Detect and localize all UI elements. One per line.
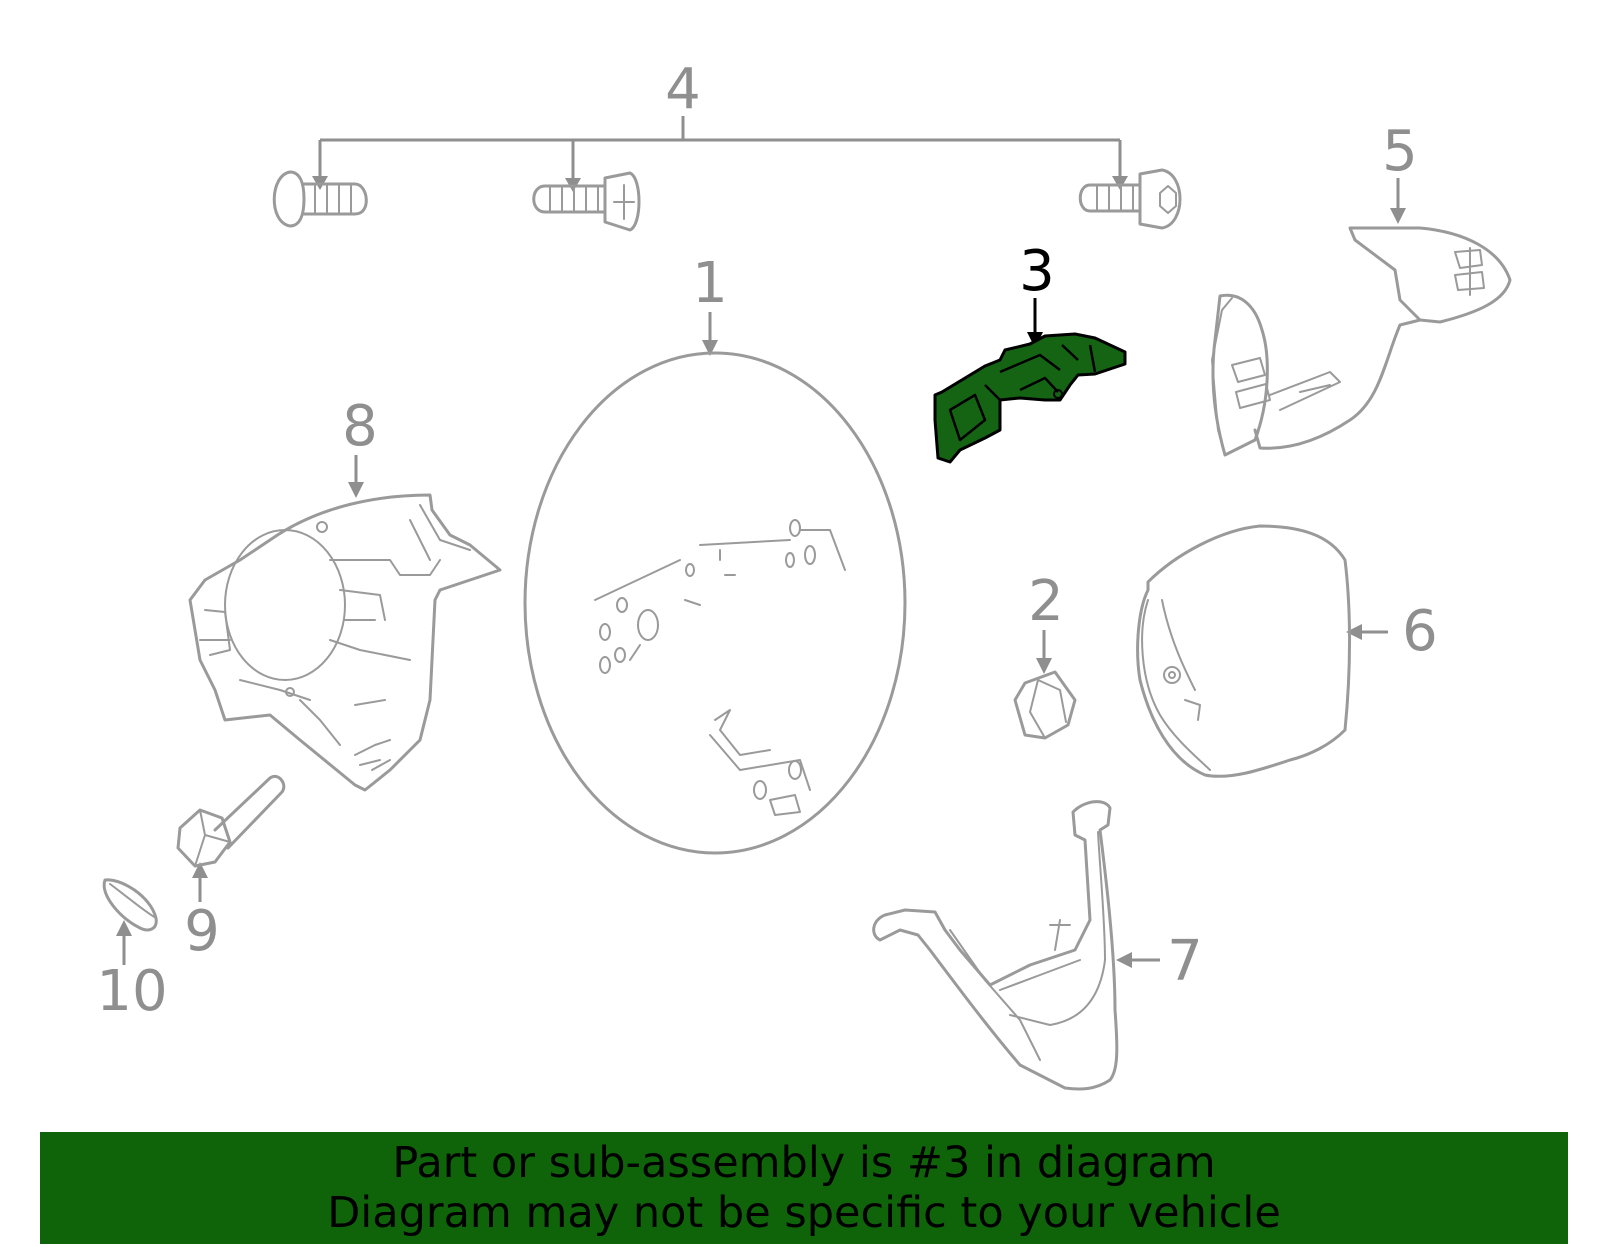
steering-wheel-bolt xyxy=(176,775,286,868)
banner-line-2: Diagram may not be specific to your vehi… xyxy=(327,1188,1281,1238)
callout-8: 8 xyxy=(342,394,378,498)
hex-nut xyxy=(1013,670,1077,740)
banner-line-1: Part or sub-assembly is #3 in diagram xyxy=(392,1138,1216,1188)
label-4: 4 xyxy=(665,57,701,122)
callout-3: 3 xyxy=(1019,239,1055,348)
screw-truss-head xyxy=(272,170,368,228)
info-banner: Part or sub-assembly is #3 in diagram Di… xyxy=(40,1132,1568,1244)
cap xyxy=(102,878,158,932)
screw-hex-socket xyxy=(1078,168,1182,230)
label-6: 6 xyxy=(1402,599,1438,664)
callout-9: 9 xyxy=(184,862,220,964)
label-7: 7 xyxy=(1167,929,1203,994)
label-1: 1 xyxy=(692,251,728,316)
label-10: 10 xyxy=(96,959,167,1024)
parts-diagram: 4 1 xyxy=(96,57,1512,1091)
callout-5: 5 xyxy=(1382,119,1418,224)
steering-wheel-lower-cover xyxy=(872,800,1119,1091)
callout-7: 7 xyxy=(1116,929,1203,994)
callout-1: 1 xyxy=(692,251,728,356)
callout-4: 4 xyxy=(312,57,1128,192)
label-2: 2 xyxy=(1028,569,1064,634)
callout-6: 6 xyxy=(1346,599,1438,664)
label-5: 5 xyxy=(1382,119,1418,184)
highlighted-part-3 xyxy=(933,332,1127,464)
steering-wheel-switch-assembly xyxy=(1211,226,1512,457)
steering-wheel-pad xyxy=(523,351,907,855)
label-8: 8 xyxy=(342,394,378,459)
screw-phillips xyxy=(532,171,641,232)
callout-10: 10 xyxy=(96,920,168,1024)
label-9: 9 xyxy=(184,899,220,964)
driver-airbag-module xyxy=(1136,524,1352,778)
callout-2: 2 xyxy=(1028,569,1064,674)
label-3: 3 xyxy=(1019,239,1055,304)
steering-wheel-back-cover xyxy=(188,493,502,792)
